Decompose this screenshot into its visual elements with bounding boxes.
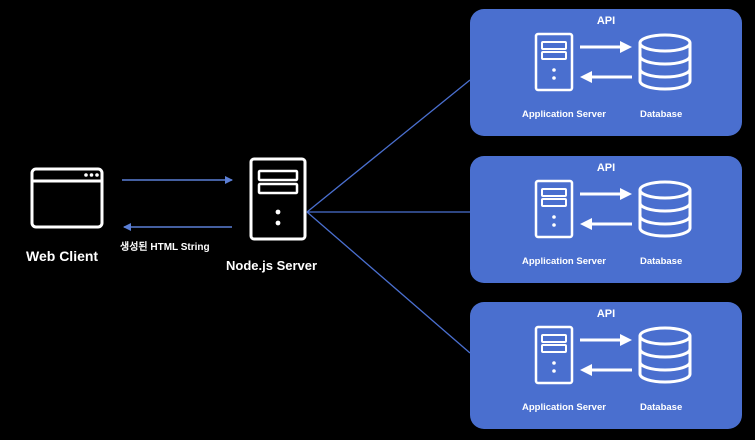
database-label: Database	[640, 402, 683, 413]
response-label: 생성된 HTML String	[120, 242, 210, 253]
application-server-icon	[534, 179, 574, 239]
server-icon	[249, 157, 307, 241]
web-client-label: Web Client	[26, 248, 99, 264]
connector-line-api-1	[306, 79, 471, 213]
connector-line-api-3	[306, 211, 471, 354]
browser-window-icon	[30, 167, 104, 229]
api-panel-title: API	[596, 15, 616, 27]
application-server-label: Application Server	[522, 256, 606, 267]
database-icon	[638, 180, 692, 238]
application-server-icon	[534, 325, 574, 385]
database-label: Database	[640, 109, 683, 120]
api-panel-title: API	[596, 162, 616, 174]
response-arrow-icon	[580, 364, 632, 376]
api-panel-title: API	[596, 308, 616, 320]
application-server-icon	[534, 32, 574, 92]
database-icon	[638, 326, 692, 384]
request-arrow-icon	[580, 41, 632, 53]
response-arrow-icon	[580, 218, 632, 230]
database-icon	[638, 33, 692, 91]
database-label: Database	[640, 256, 683, 267]
request-arrow-icon	[580, 334, 632, 346]
api-panel: API Application Server Database	[470, 302, 742, 429]
api-panel: API Application Server Database	[470, 9, 742, 136]
api-panel: API Application Server Database	[470, 156, 742, 283]
application-server-label: Application Server	[522, 402, 606, 413]
request-arrow-icon	[580, 188, 632, 200]
nodejs-server-label: Node.js Server	[226, 258, 318, 273]
application-server-label: Application Server	[522, 109, 606, 120]
response-arrow-icon	[580, 71, 632, 83]
